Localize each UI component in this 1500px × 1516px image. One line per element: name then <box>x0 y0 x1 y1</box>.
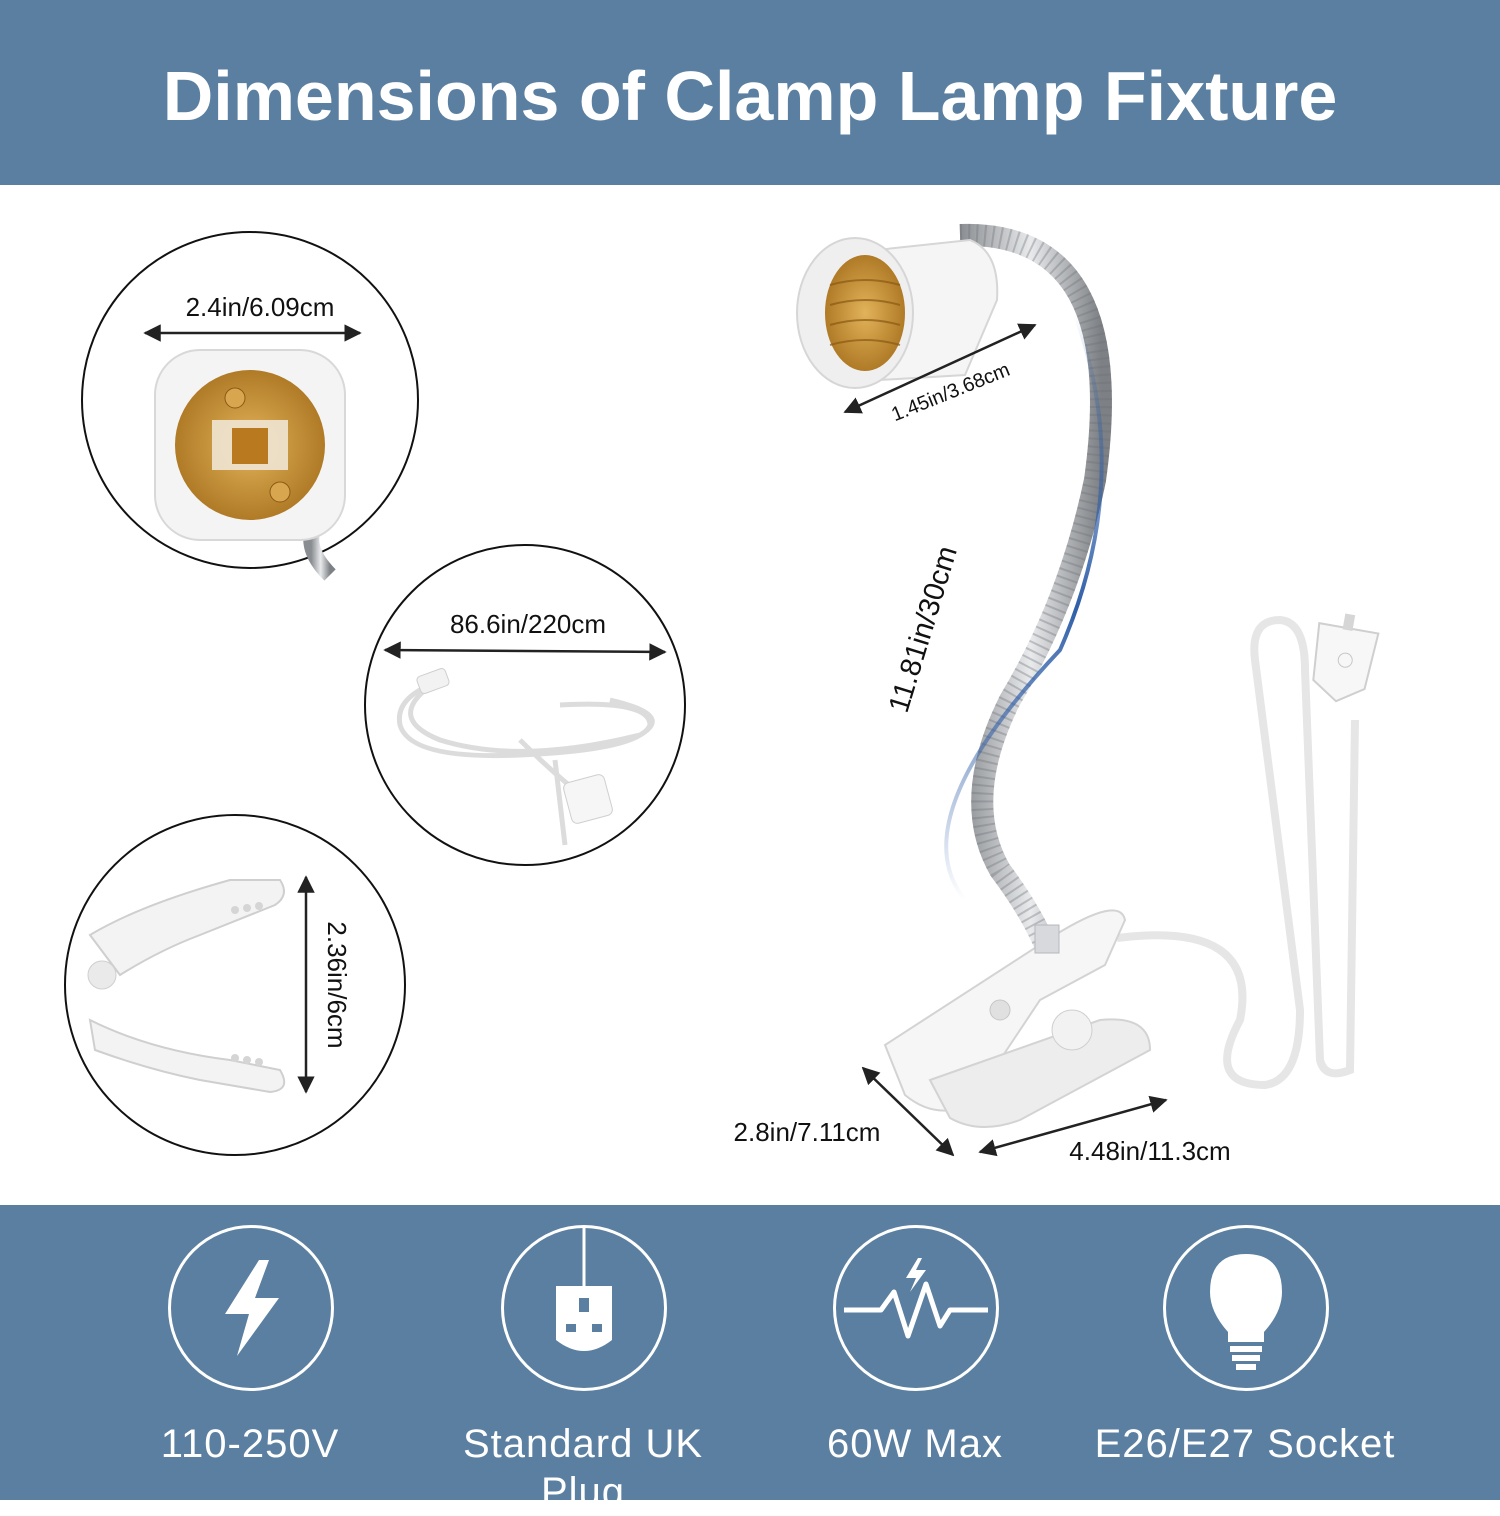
clip-base <box>883 909 1152 1129</box>
power-wave-icon <box>833 1225 999 1391</box>
clamp-opening-label: 2.36in/6cm <box>322 921 352 1048</box>
base-width-label: 2.8in/7.11cm <box>734 1117 881 1147</box>
uk-plug <box>1312 613 1380 703</box>
feature-voltage: 110-250V <box>85 1205 415 1500</box>
page-title: Dimensions of Clamp Lamp Fixture <box>162 57 1338 135</box>
feature-plug: Standard UK Plug <box>418 1205 748 1514</box>
lamp-holder <box>796 237 999 389</box>
feature-socket: E26/E27 Socket <box>1080 1205 1410 1500</box>
base-length-label: 4.48in/11.3cm <box>1069 1136 1230 1166</box>
feature-wattage: 60W Max <box>750 1205 1080 1500</box>
feature-band: 110-250V Standard UK Plug 60W Max E26/E2… <box>0 1205 1500 1514</box>
feature-plug-label: Standard UK Plug <box>462 1422 704 1514</box>
socket-width-label: 2.4in/6.09cm <box>186 292 335 322</box>
cord-detail-circle: 86.6in/220cm <box>364 544 686 866</box>
lamp-fixture: 1.45in/3.68cm 11.81in/30cm 2.8in/7.11cm … <box>734 223 1380 1166</box>
uk-plug-icon <box>501 1225 667 1391</box>
clamp-detail-circle: 2.36in/6cm <box>64 814 406 1156</box>
gooseneck-length-label: 11.81in/30cm <box>883 542 964 716</box>
feature-voltage-label: 110-250V <box>160 1422 340 1466</box>
lightning-bolt-icon <box>168 1225 334 1391</box>
socket-detail-circle: 2.4in/6.09cm <box>81 231 419 581</box>
title-banner: Dimensions of Clamp Lamp Fixture <box>0 0 1500 185</box>
light-bulb-icon <box>1163 1225 1329 1391</box>
cord-length-label: 86.6in/220cm <box>450 609 606 639</box>
product-illustration: 2.4in/6.09cm 86.6in/220cm 2.36in/6cm <box>64 223 1380 1166</box>
feature-wattage-label: 60W Max <box>827 1422 1003 1466</box>
feature-socket-label: E26/E27 Socket <box>1094 1422 1396 1466</box>
